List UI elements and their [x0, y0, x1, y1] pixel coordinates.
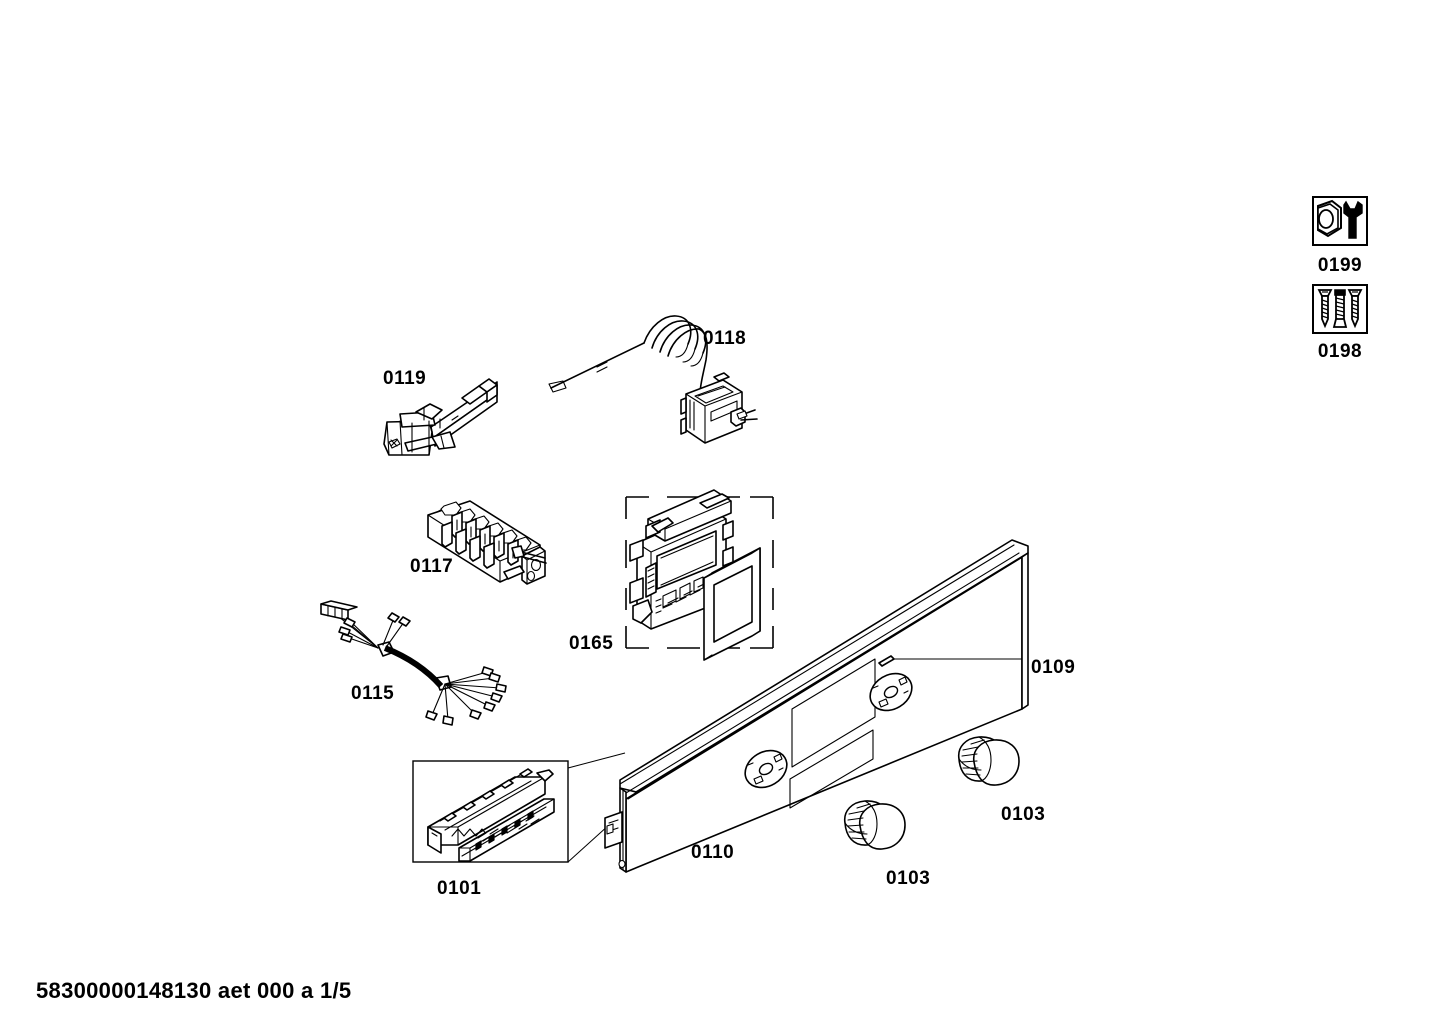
sheet-footer-text: 58300000148130 aet 000 a 1/5 [36, 978, 352, 1003]
part-0117-terminal-block [427, 500, 547, 585]
screws-icon [1317, 289, 1363, 329]
part-0110-control-panel-fascia [604, 539, 1029, 873]
part-0118-capillary-thermostat [548, 315, 758, 444]
rotary-collar-right [869, 672, 913, 712]
part-label-0103-upper: 0103 [1001, 804, 1046, 825]
part-0103-knob-upper [957, 736, 1020, 786]
part-label-0101: 0101 [437, 878, 482, 899]
icon-box-0198 [1312, 284, 1368, 334]
icon-box-0199 [1312, 196, 1368, 246]
part-label-0118: 0118 [703, 328, 747, 349]
part-label-0119: 0119 [383, 368, 427, 389]
part-0101-switch-assembly-box [412, 760, 569, 863]
rotary-collar-left [744, 749, 788, 789]
part-0115-wiring-harness [320, 600, 507, 726]
part-label-0165: 0165 [569, 633, 614, 654]
part-label-0110: 0110 [691, 842, 735, 863]
nut-and-wrench-icon [1317, 199, 1363, 239]
part-label-0109: 0109 [1031, 657, 1076, 678]
part-0103-knob-lower [843, 800, 906, 850]
icon-label-0198: 0198 [1317, 341, 1363, 362]
part-label-0103-lower: 0103 [886, 868, 931, 889]
part-label-0115: 0115 [351, 683, 395, 704]
icon-label-0199: 0199 [1317, 255, 1363, 276]
part-0165-display-module-box [625, 489, 774, 661]
part-label-0117: 0117 [410, 556, 454, 577]
part-0119-mounting-bracket [383, 378, 498, 456]
